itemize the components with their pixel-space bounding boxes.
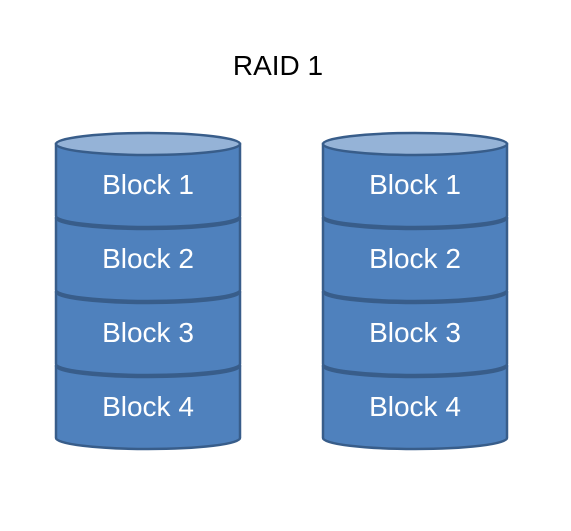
block-body	[54, 364, 242, 451]
block-body	[321, 142, 509, 229]
block-label: Block 3	[369, 317, 461, 348]
block-body	[321, 290, 509, 377]
disk-right-block-1: Block 1	[321, 131, 509, 229]
disk-right: Block 4 Block 3 Block 2 Block 1	[321, 131, 509, 451]
block-body	[54, 290, 242, 377]
block-label: Block 1	[369, 169, 461, 200]
block-top-ellipse	[321, 131, 509, 157]
block-body	[54, 142, 242, 229]
block-top-ellipse	[54, 131, 242, 157]
block-label: Block 3	[102, 317, 194, 348]
block-label: Block 2	[369, 243, 461, 274]
disk-left-block-1: Block 1	[54, 131, 242, 229]
block-label: Block 2	[102, 243, 194, 274]
diagram-title: RAID 1	[233, 50, 323, 81]
disk-left: Block 4 Block 3 Block 2 Block 1	[54, 131, 242, 451]
block-label: Block 4	[369, 391, 461, 422]
block-body	[321, 364, 509, 451]
block-label: Block 4	[102, 391, 194, 422]
block-label: Block 1	[102, 169, 194, 200]
block-body	[54, 216, 242, 303]
block-body	[321, 216, 509, 303]
